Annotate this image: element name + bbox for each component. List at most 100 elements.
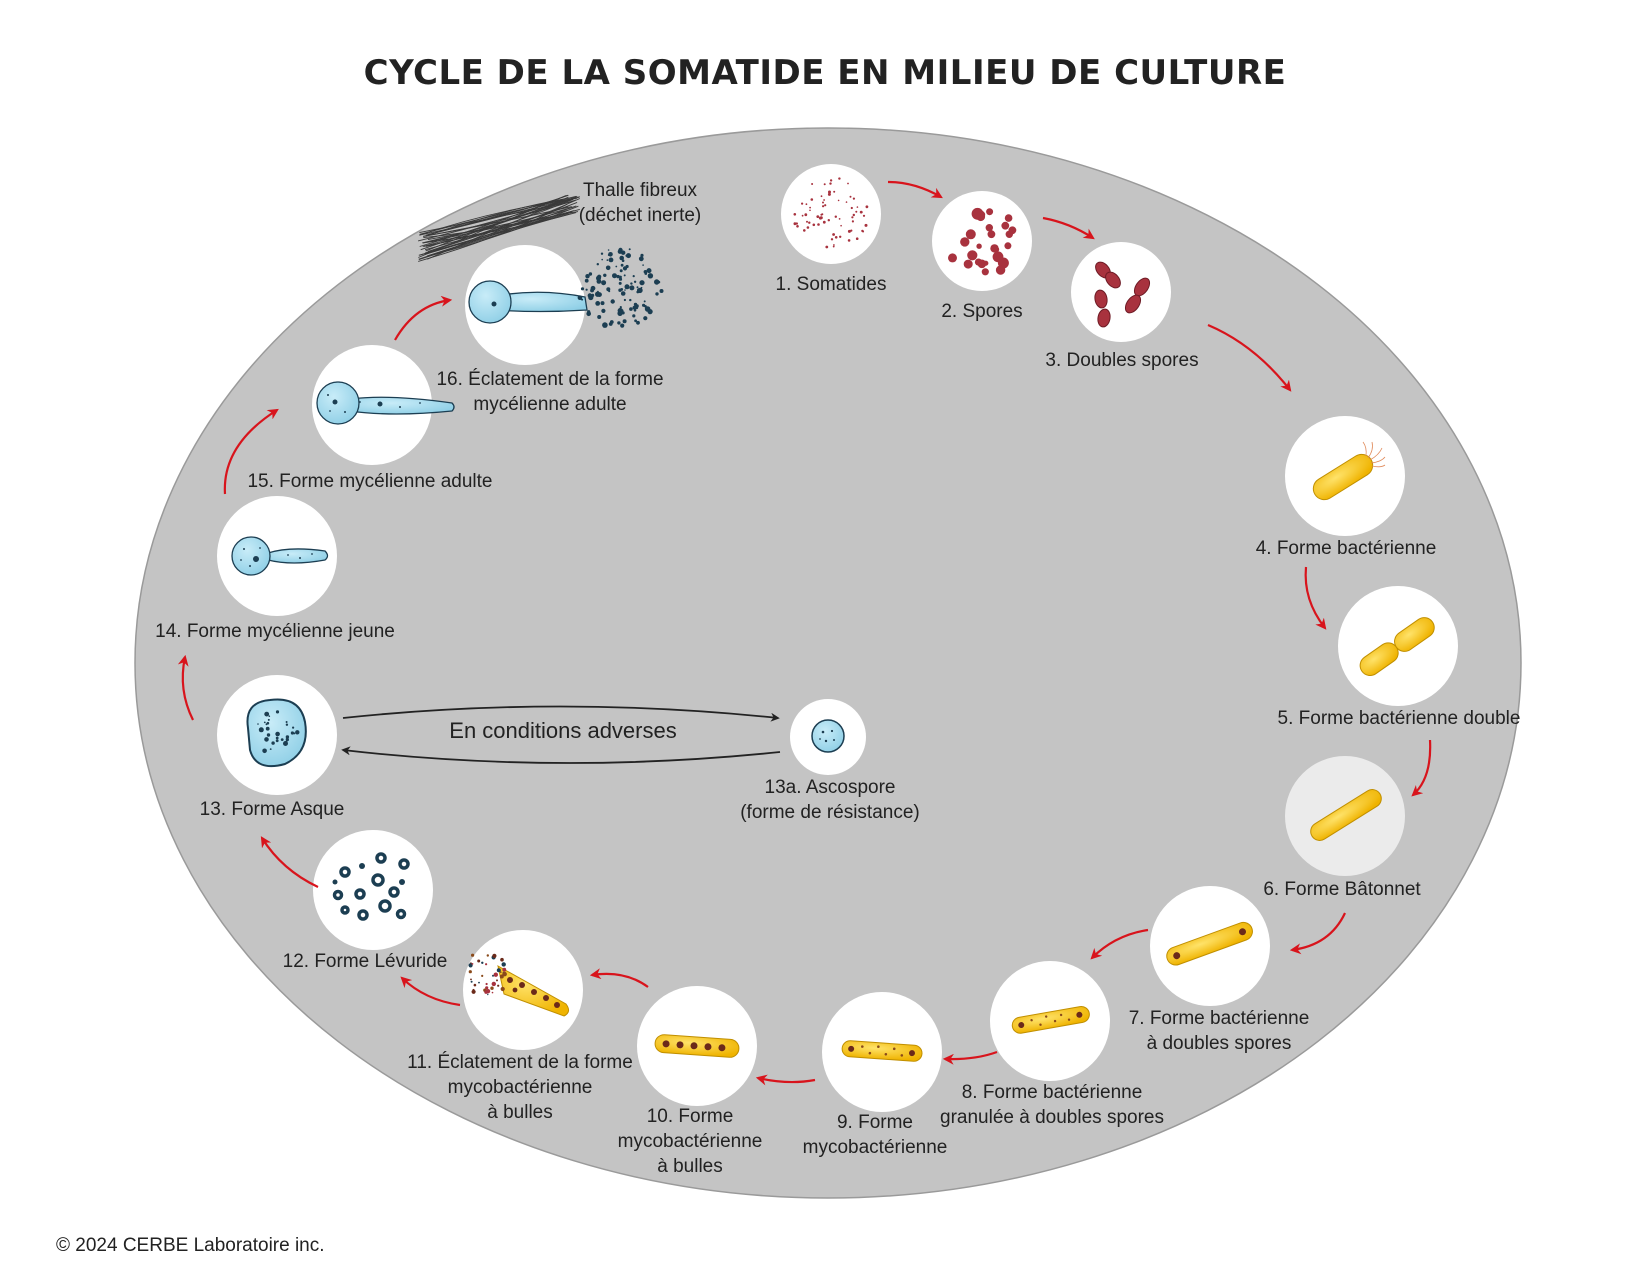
stage-7-bacterial-double-spores xyxy=(1150,886,1270,1006)
burst-particle xyxy=(470,980,473,983)
mycelium-particle xyxy=(587,310,591,314)
label-s6-line1: 6. Forme Bâtonnet xyxy=(1263,879,1421,900)
asque-granule xyxy=(271,741,275,745)
mycelium-particle xyxy=(621,250,626,255)
somatide-dot xyxy=(845,201,848,203)
somatide-dot xyxy=(833,244,835,246)
mycelium-particle xyxy=(587,293,592,298)
burst-particle xyxy=(496,979,498,982)
mycelium-particle xyxy=(647,273,654,279)
somatide-dot xyxy=(829,179,833,182)
somatide-dot xyxy=(851,216,854,219)
somatide-dots-icon xyxy=(793,177,869,249)
asque-cell-icon xyxy=(246,698,307,768)
somatide-dot xyxy=(840,224,842,227)
somatide-dot xyxy=(796,225,799,228)
mycelium-particle xyxy=(620,309,624,313)
somatide-dot xyxy=(812,223,816,227)
mycelium-particle xyxy=(609,320,614,324)
label-s15-line1: 15. Forme mycélienne adulte xyxy=(247,471,492,492)
burst-particle xyxy=(500,986,505,992)
somatide-dot xyxy=(828,190,831,194)
mycelium-particle xyxy=(608,290,611,293)
mycelium-particle xyxy=(632,314,636,318)
somatide-dot xyxy=(803,229,806,232)
mycelium-particle xyxy=(617,310,623,316)
burst-particle xyxy=(485,986,489,990)
somatide-dot xyxy=(850,229,853,232)
rod-icon xyxy=(1310,789,1382,841)
somatide-dot xyxy=(847,182,849,185)
spore-dot xyxy=(987,230,996,239)
mycelium-particle xyxy=(643,300,646,303)
spore-dot xyxy=(976,243,982,249)
burst-particle xyxy=(485,963,488,966)
mycelium-particle xyxy=(639,280,645,286)
mycelium-particle xyxy=(628,248,631,251)
burst-particle xyxy=(502,971,507,977)
asque-granule xyxy=(262,748,267,754)
mycelium-particle xyxy=(629,307,633,311)
asque-granule xyxy=(258,727,264,733)
asque-granule xyxy=(295,730,300,735)
mycelium-particle xyxy=(624,284,630,290)
arrow-8-to-9 xyxy=(942,1050,998,1065)
somatide-dot xyxy=(822,220,826,224)
spore-dot xyxy=(1001,221,1010,230)
adult-mycelium-icon xyxy=(316,381,455,425)
spore-dot xyxy=(1004,242,1012,250)
somatide-dot xyxy=(851,220,855,223)
burst-particle xyxy=(484,990,488,994)
mycelium-particle xyxy=(618,277,623,281)
mycelium-particle xyxy=(620,291,626,296)
label-s8-line1: 8. Forme bactérienne xyxy=(962,1082,1143,1103)
asque-granule xyxy=(264,711,270,717)
burst-particle xyxy=(491,991,494,994)
somatide-dot xyxy=(850,206,853,210)
ascospore-icon xyxy=(811,719,845,753)
somatide-dot xyxy=(862,214,866,217)
levuride-rings-icon xyxy=(332,852,410,921)
somatide-dot xyxy=(805,203,808,206)
label-s14-line1: 14. Forme mycélienne jeune xyxy=(155,621,395,642)
somatide-dot xyxy=(823,199,825,201)
somatide-dot xyxy=(822,205,825,208)
somatide-dot xyxy=(830,238,834,241)
asque-granule xyxy=(287,739,289,741)
label-s7-line2: à doubles spores xyxy=(1147,1033,1292,1054)
mycelium-particle xyxy=(596,263,599,266)
bacterium-icon xyxy=(1312,441,1386,501)
granulated-rod-icon xyxy=(1011,1005,1090,1034)
somatide-dot xyxy=(849,195,852,198)
spore-dot xyxy=(1004,214,1013,222)
bubble-rod-icon xyxy=(654,1034,740,1058)
asque-granule xyxy=(285,721,288,723)
label-s16-line1: 16. Éclatement de la forme xyxy=(436,369,663,390)
mycelium-particle xyxy=(616,274,620,279)
somatide-dot xyxy=(847,229,851,233)
label-s16-line2: mycélienne adulte xyxy=(473,394,626,415)
mycelium-particle xyxy=(595,291,601,297)
mycelium-particle xyxy=(597,315,602,319)
spore-dot xyxy=(983,260,989,266)
mycelium-particle xyxy=(632,275,635,278)
adverse-condition-arrows xyxy=(341,705,781,764)
mycelium-particle xyxy=(622,319,627,324)
label-s8-line2: granulée à doubles spores xyxy=(940,1107,1164,1128)
somatide-dot xyxy=(824,204,827,207)
arrow-9-to-10 xyxy=(755,1074,816,1086)
spore-dot xyxy=(993,246,1000,253)
label-s10-line1: 10. Forme xyxy=(647,1106,734,1127)
stage-6-rod-form xyxy=(1285,756,1405,876)
stage-5-double-bacterial-form xyxy=(1338,586,1458,706)
mycelium-particle xyxy=(577,295,583,301)
mycelium-particle xyxy=(620,288,624,291)
mycelium-particle xyxy=(617,321,620,325)
burst-particle xyxy=(501,962,506,967)
burst-particle xyxy=(473,983,477,987)
mycelium-particle xyxy=(601,308,606,313)
somatide-dot xyxy=(838,218,841,220)
burst-particle xyxy=(487,993,489,996)
burst-particle xyxy=(468,963,473,968)
